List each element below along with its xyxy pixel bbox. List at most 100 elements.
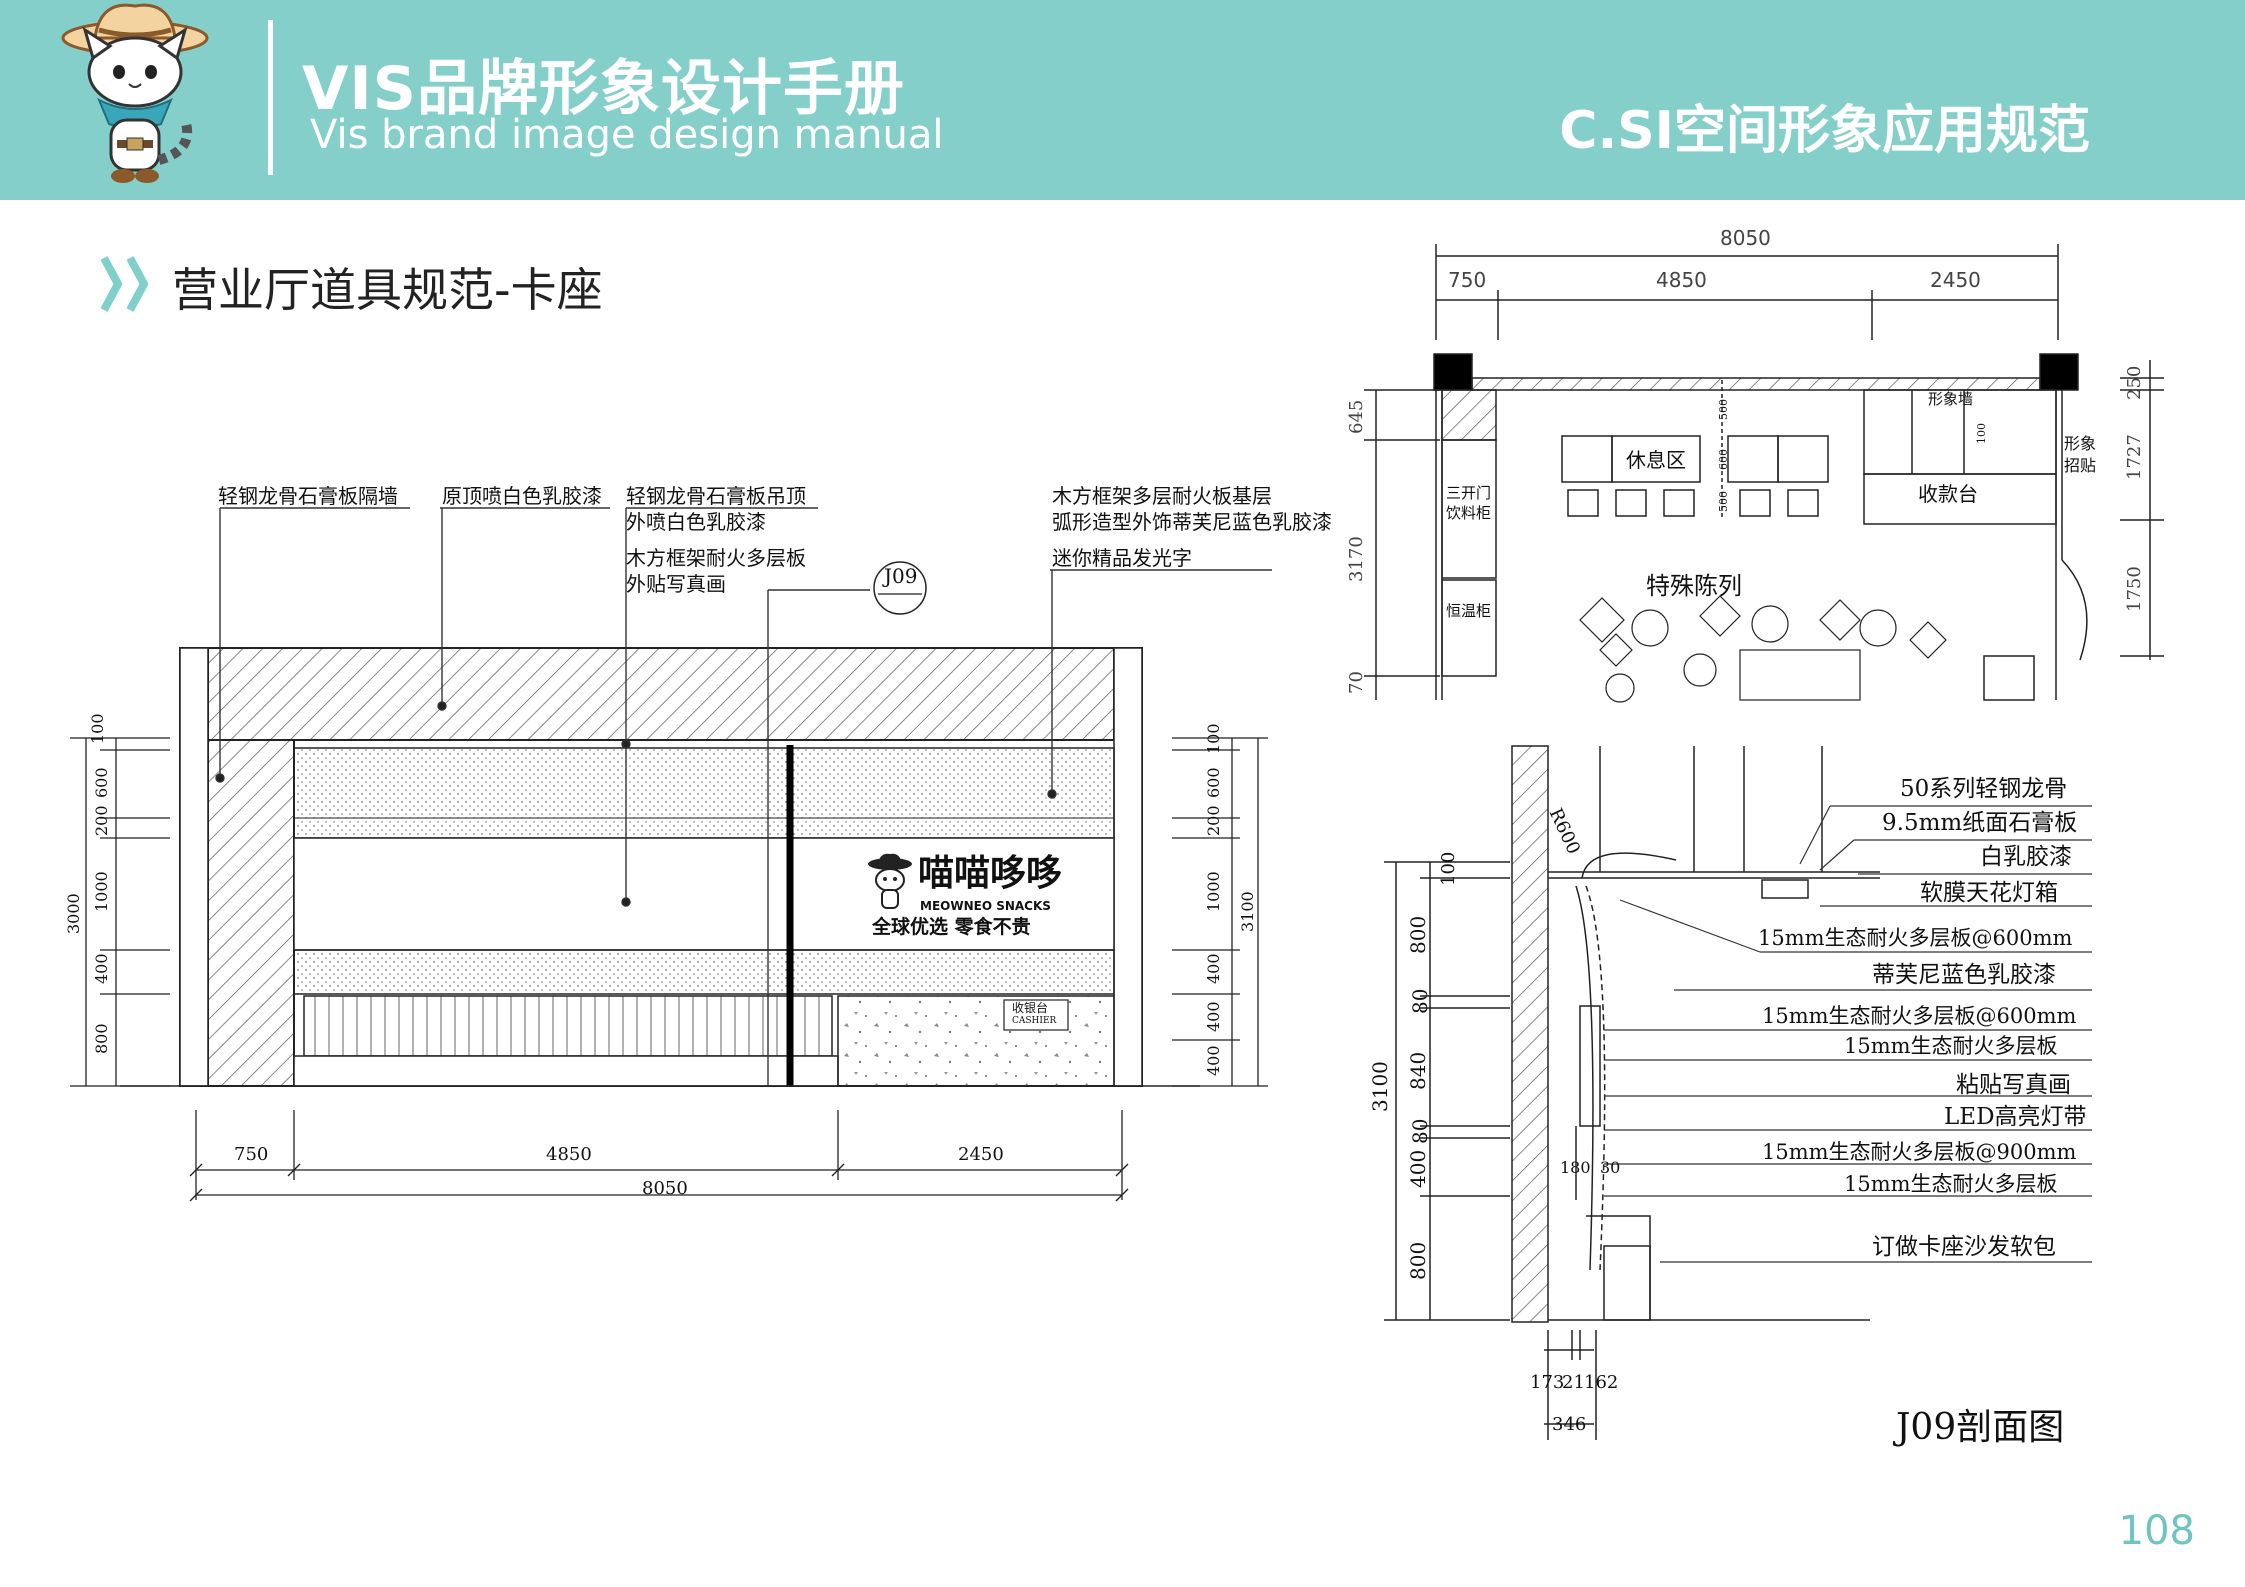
section-callout-board-600a: 15mm生态耐火多层板@600mm bbox=[1758, 926, 2073, 950]
callout-white-paint: 外喷白色乳胶漆 bbox=[626, 510, 766, 534]
section-tag-label: J09 bbox=[884, 564, 918, 588]
callout-mini-lightbox: 迷你精品发光字 bbox=[1052, 546, 1192, 570]
elev-right-1000: 1000 bbox=[1204, 871, 1223, 912]
brand-subtitle: Vis brand image design manual bbox=[310, 112, 944, 158]
elevation-dims-right bbox=[1172, 737, 1268, 1087]
elev-dim-4850: 4850 bbox=[546, 1144, 592, 1165]
elev-dim-2450: 2450 bbox=[958, 1144, 1004, 1165]
section-callout-board-b: 15mm生态耐火多层板 bbox=[1844, 1172, 2058, 1196]
callout-wood-frame-base: 木方框架多层耐火板基层 bbox=[1052, 484, 1272, 508]
section-leaders bbox=[1604, 805, 2092, 1263]
cashier-label-en: CASHIER bbox=[1012, 1016, 1057, 1026]
elev-left-100: 100 bbox=[88, 713, 107, 744]
plan-left-3170: 3170 bbox=[1346, 536, 1367, 582]
plan-dim-2450: 2450 bbox=[1930, 268, 1981, 292]
page-number: 108 bbox=[2118, 1508, 2195, 1554]
logo-brand-name-en: MEOWNEO SNACKS bbox=[920, 899, 1051, 913]
section-callout-gypsum: 9.5mm纸面石膏板 bbox=[1882, 810, 2078, 836]
callout-tiffany-arc: 弧形造型外饰蒂芙尼蓝色乳胶漆 bbox=[1052, 510, 1332, 534]
plan-label-image: 形象 bbox=[2064, 434, 2097, 453]
header-bar: VIS品牌形象设计手册 Vis brand image design manua… bbox=[0, 0, 2245, 200]
elevation-dims-left bbox=[70, 737, 170, 1087]
elev-right-400b: 400 bbox=[1204, 1001, 1223, 1032]
plan-right-250: 250 bbox=[2124, 365, 2145, 400]
plan-label-image-wall: 形象墙 bbox=[1928, 390, 1974, 408]
plan-inner-100: 100 bbox=[1975, 423, 1988, 444]
sec-bottom-21: 21 bbox=[1562, 1372, 1585, 1393]
section-callout-sofa: 订做卡座沙发软包 bbox=[1872, 1234, 2056, 1260]
logo-slogan: 全球优选 零食不贵 bbox=[872, 916, 1031, 938]
sec-left-800b: 800 bbox=[1406, 1241, 1430, 1280]
plan-inner-600: 600 bbox=[1717, 449, 1730, 470]
cowboy-cat-mascot-icon bbox=[61, 3, 209, 183]
plan-dim-total: 8050 bbox=[1720, 226, 1771, 250]
plan-label-fridge-2: 饮料柜 bbox=[1446, 504, 1492, 522]
sec-bottom-173: 173 bbox=[1530, 1372, 1565, 1393]
section-callout-tiffany: 蒂芙尼蓝色乳胶漆 bbox=[1872, 962, 2056, 988]
plan-left-645: 645 bbox=[1346, 399, 1367, 434]
section-callout-board-600b: 15mm生态耐火多层板@600mm bbox=[1762, 1004, 2077, 1028]
plan-label-warmer: 恒温柜 bbox=[1446, 602, 1492, 620]
plan-dim-750: 750 bbox=[1448, 268, 1487, 292]
elev-dim-750: 750 bbox=[234, 1144, 269, 1165]
plan-label-poster: 招贴 bbox=[2064, 456, 2097, 475]
cashier-label: 收银台 bbox=[1012, 1001, 1049, 1015]
plan-label-fridge: 三开门 bbox=[1446, 484, 1492, 502]
callout-fireboard: 木方框架耐火多层板 bbox=[626, 546, 806, 570]
elev-left-200: 200 bbox=[92, 805, 111, 836]
section-callout-led: LED高亮灯带 bbox=[1944, 1104, 2087, 1130]
sec-mid-30: 30 bbox=[1600, 1158, 1621, 1177]
sec-left-80b: 80 bbox=[1408, 1118, 1432, 1144]
section-callout-keel: 50系列轻钢龙骨 bbox=[1900, 776, 2068, 802]
callout-ceiling-paint: 原顶喷白色乳胶漆 bbox=[442, 484, 602, 508]
section-tag-circle bbox=[873, 561, 927, 615]
elev-right-total: 3100 bbox=[1238, 891, 1257, 932]
plan-inner-500a: 500 bbox=[1717, 399, 1730, 420]
plan-label-cashier: 收款台 bbox=[1918, 482, 1978, 506]
callout-photo-print: 外贴写真画 bbox=[626, 572, 726, 596]
sec-left-total: 3100 bbox=[1368, 1061, 1392, 1112]
elev-right-600: 600 bbox=[1204, 767, 1223, 798]
elev-left-total: 3000 bbox=[64, 893, 83, 934]
sec-left-80a: 80 bbox=[1408, 988, 1432, 1014]
section-callout-photo: 粘贴写真画 bbox=[1956, 1072, 2071, 1098]
plan-left-70: 70 bbox=[1346, 671, 1367, 694]
plan-label-special-display: 特殊陈列 bbox=[1646, 572, 1742, 600]
plan-inner-500b: 500 bbox=[1717, 491, 1730, 512]
section-title: 营业厅道具规范-卡座 bbox=[172, 263, 603, 317]
elev-right-100: 100 bbox=[1204, 723, 1223, 754]
elev-left-800: 800 bbox=[92, 1023, 111, 1054]
sec-left-840: 840 bbox=[1406, 1051, 1430, 1090]
elev-left-1000: 1000 bbox=[92, 871, 111, 912]
brand-title: VIS品牌形象设计手册 bbox=[302, 54, 905, 124]
elevation-dims-bottom bbox=[189, 1110, 1129, 1202]
double-chevron-icon bbox=[100, 256, 149, 312]
plan-label-rest-area: 休息区 bbox=[1626, 448, 1686, 472]
section-detail-title: J09剖面图 bbox=[1896, 1407, 2065, 1448]
floor-plan bbox=[1364, 244, 2164, 703]
elev-dim-total: 8050 bbox=[642, 1178, 688, 1199]
plan-right-1750: 1750 bbox=[2124, 566, 2145, 612]
sec-left-800a: 800 bbox=[1406, 915, 1430, 954]
sec-left-100: 100 bbox=[1438, 851, 1459, 886]
mascot-logo-icon bbox=[868, 853, 912, 909]
sec-bottom-162: 162 bbox=[1584, 1372, 1619, 1393]
logo-brand-name: 喵喵哆哆 bbox=[918, 853, 1063, 894]
sec-mid-180: 180 bbox=[1560, 1158, 1591, 1177]
sec-left-400: 400 bbox=[1406, 1149, 1430, 1188]
section-callout-board-a: 15mm生态耐火多层板 bbox=[1844, 1034, 2058, 1058]
elevation-leaders bbox=[215, 507, 1272, 1086]
elev-right-200: 200 bbox=[1204, 805, 1223, 836]
elev-left-600: 600 bbox=[92, 767, 111, 798]
chapter-title: C.SI空间形象应用规范 bbox=[1559, 101, 2090, 161]
header-divider bbox=[268, 20, 273, 175]
elev-right-400a: 400 bbox=[1204, 953, 1223, 984]
elevation-drawing bbox=[120, 647, 1200, 1087]
callout-suspended-ceiling: 轻钢龙骨石膏板吊顶 bbox=[626, 484, 806, 508]
callout-partition-wall: 轻钢龙骨石膏板隔墙 bbox=[218, 484, 398, 508]
section-callout-board-900: 15mm生态耐火多层板@900mm bbox=[1762, 1140, 2077, 1164]
section-detail bbox=[1384, 745, 1880, 1440]
plan-right-1727: 1727 bbox=[2124, 434, 2145, 480]
section-callout-soft-film: 软膜天花灯箱 bbox=[1920, 880, 2058, 906]
